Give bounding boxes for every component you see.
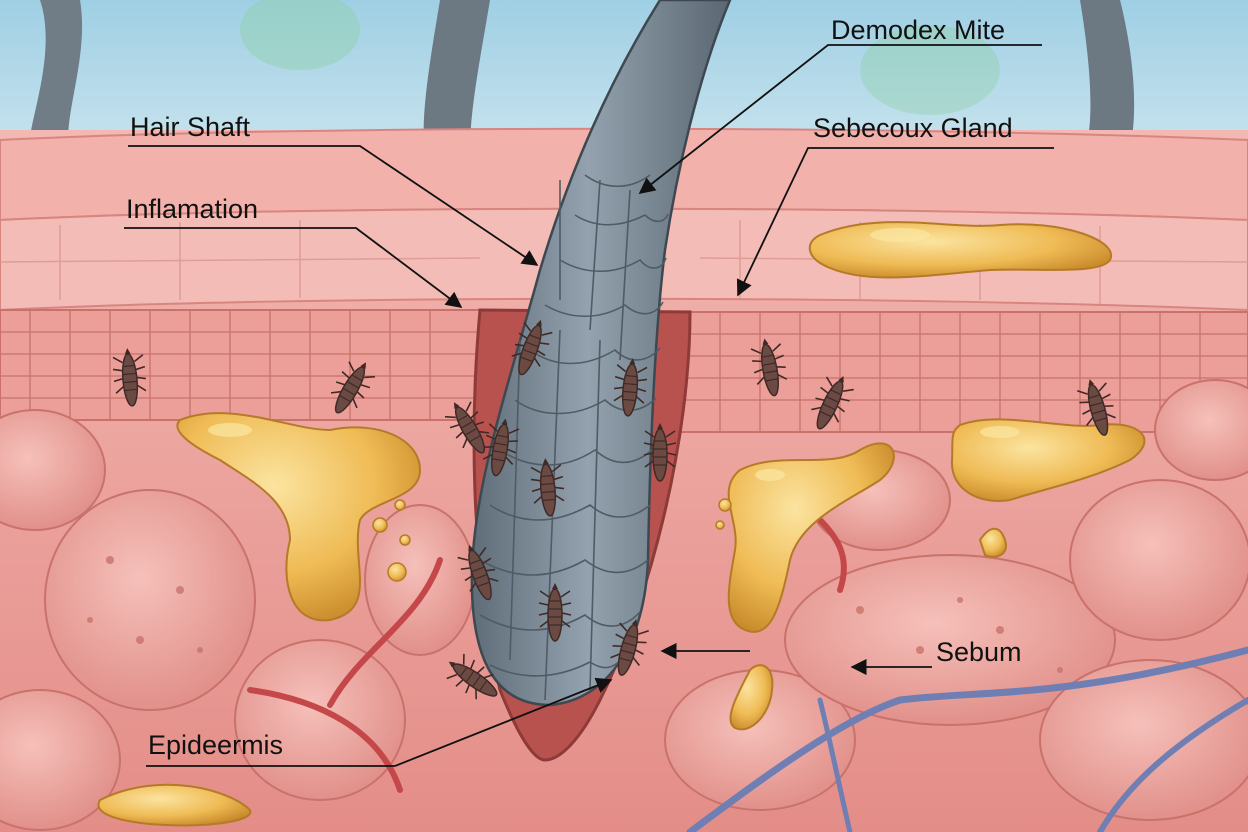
sebum-droplet-icon — [97, 221, 1146, 827]
label-hair-shaft: Hair Shaft — [130, 112, 251, 142]
blood-vessels — [247, 517, 1248, 832]
hair-cuticle-scales — [479, 174, 669, 701]
dermis-cells — [0, 379, 1248, 831]
sebaceous-gland-leader — [736, 147, 1054, 297]
leader-lines — [124, 44, 1054, 767]
inflammation-leader — [124, 227, 463, 308]
hair-shaft-leader — [128, 145, 539, 266]
background-hair-mid — [423, 0, 490, 150]
label-sebaceous-gland: Sebecoux Gland — [813, 113, 1013, 143]
label-epidermis: Epideermis — [148, 730, 283, 760]
background-hair-left — [28, 0, 83, 160]
label-sebum: Sebum — [936, 637, 1022, 667]
background-hair-right — [1080, 0, 1135, 150]
label-demodex-mite: Demodex Mite — [831, 15, 1005, 45]
demodex-mite-leader — [638, 44, 1042, 195]
label-inflammation: Inflamation — [126, 194, 258, 224]
epidermal-cell-band-left — [0, 309, 481, 421]
epidermis-leader — [146, 677, 613, 767]
